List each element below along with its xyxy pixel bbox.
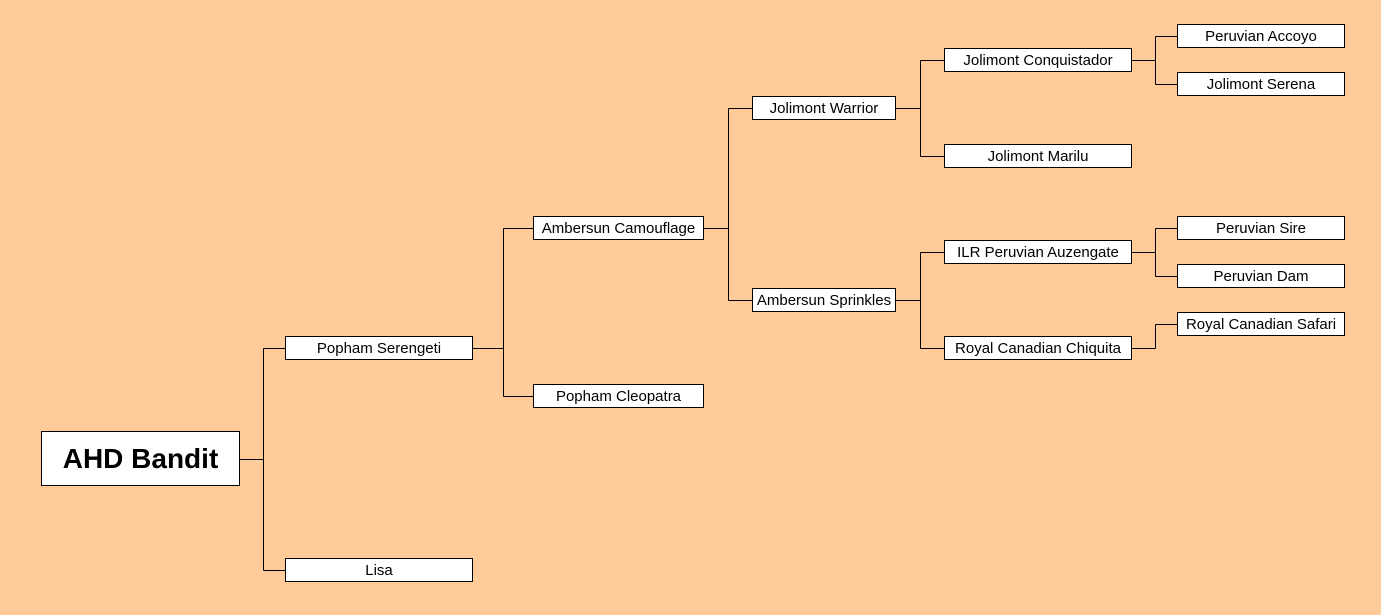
- node-ambersun-camouflage: Ambersun Camouflage: [533, 216, 704, 240]
- node-popham-cleopatra: Popham Cleopatra: [533, 384, 704, 408]
- node-jolimont-marilu: Jolimont Marilu: [944, 144, 1132, 168]
- node-royal-canadian-safari: Royal Canadian Safari: [1177, 312, 1345, 336]
- node-peruvian-accoyo: Peruvian Accoyo: [1177, 24, 1345, 48]
- node-jolimont-serena: Jolimont Serena: [1177, 72, 1345, 96]
- node-jolimont-warrior: Jolimont Warrior: [752, 96, 896, 120]
- node-ahd-bandit: AHD Bandit: [41, 431, 240, 486]
- node-popham-serengeti: Popham Serengeti: [285, 336, 473, 360]
- node-ilr-peruvian-auzengate: ILR Peruvian Auzengate: [944, 240, 1132, 264]
- node-lisa: Lisa: [285, 558, 473, 582]
- node-royal-canadian-chiquita: Royal Canadian Chiquita: [944, 336, 1132, 360]
- node-peruvian-sire: Peruvian Sire: [1177, 216, 1345, 240]
- node-jolimont-conquistador: Jolimont Conquistador: [944, 48, 1132, 72]
- node-peruvian-dam: Peruvian Dam: [1177, 264, 1345, 288]
- node-ambersun-sprinkles: Ambersun Sprinkles: [752, 288, 896, 312]
